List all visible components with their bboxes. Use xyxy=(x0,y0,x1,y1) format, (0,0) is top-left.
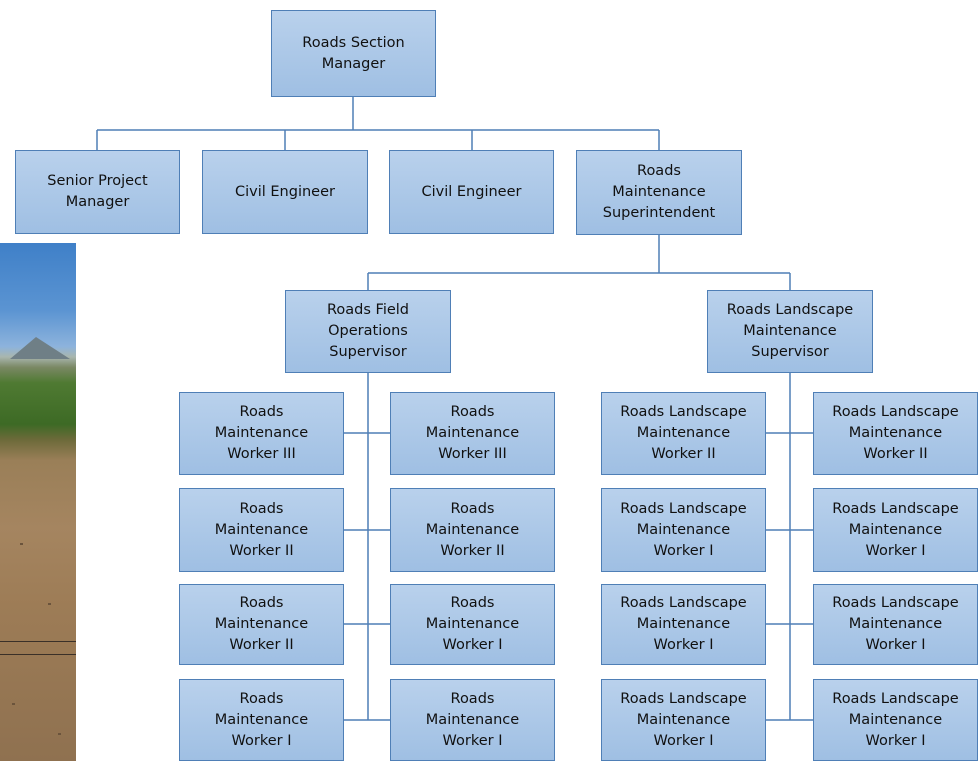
roads-maintenance-worker-box: Roads Maintenance Worker I xyxy=(390,679,555,761)
roads-landscape-maintenance-worker-box: Roads Landscape Maintenance Worker II xyxy=(601,392,766,475)
roads-maintenance-worker-box: Roads Maintenance Worker III xyxy=(390,392,555,475)
roads-landscape-maintenance-worker-box: Roads Landscape Maintenance Worker I xyxy=(601,584,766,665)
roads-maintenance-worker-box: Roads Maintenance Worker II xyxy=(390,488,555,572)
roads-landscape-maintenance-worker-box: Roads Landscape Maintenance Worker II xyxy=(813,392,978,475)
roads-landscape-maintenance-worker-box: Roads Landscape Maintenance Worker I xyxy=(601,679,766,761)
ground-speck xyxy=(58,733,61,735)
roads-maintenance-worker-box: Roads Maintenance Worker III xyxy=(179,392,344,475)
roads-landscape-maintenance-worker-box: Roads Landscape Maintenance Worker I xyxy=(813,679,978,761)
civil-engineer-box: Civil Engineer xyxy=(389,150,554,234)
fence-line xyxy=(0,654,76,655)
roads-maintenance-superintendent-box: Roads Maintenance Superintendent xyxy=(576,150,742,235)
roads-maintenance-worker-box: Roads Maintenance Worker I xyxy=(390,584,555,665)
roads-maintenance-worker-box: Roads Maintenance Worker II xyxy=(179,488,344,572)
field-road-photo xyxy=(0,243,76,761)
roads-landscape-maintenance-supervisor-box: Roads Landscape Maintenance Supervisor xyxy=(707,290,873,373)
roads-section-manager-box: Roads Section Manager xyxy=(271,10,436,97)
roads-maintenance-worker-box: Roads Maintenance Worker II xyxy=(179,584,344,665)
senior-project-manager-box: Senior Project Manager xyxy=(15,150,180,234)
roads-landscape-maintenance-worker-box: Roads Landscape Maintenance Worker I xyxy=(601,488,766,572)
fence-line xyxy=(0,641,76,642)
roads-landscape-maintenance-worker-box: Roads Landscape Maintenance Worker I xyxy=(813,488,978,572)
roads-field-operations-supervisor-box: Roads Field Operations Supervisor xyxy=(285,290,451,373)
roads-landscape-maintenance-worker-box: Roads Landscape Maintenance Worker I xyxy=(813,584,978,665)
ground-speck xyxy=(48,603,51,605)
civil-engineer-box: Civil Engineer xyxy=(202,150,368,234)
mountain-shape xyxy=(10,337,70,359)
ground-speck xyxy=(20,543,23,545)
ground-speck xyxy=(12,703,15,705)
roads-maintenance-worker-box: Roads Maintenance Worker I xyxy=(179,679,344,761)
